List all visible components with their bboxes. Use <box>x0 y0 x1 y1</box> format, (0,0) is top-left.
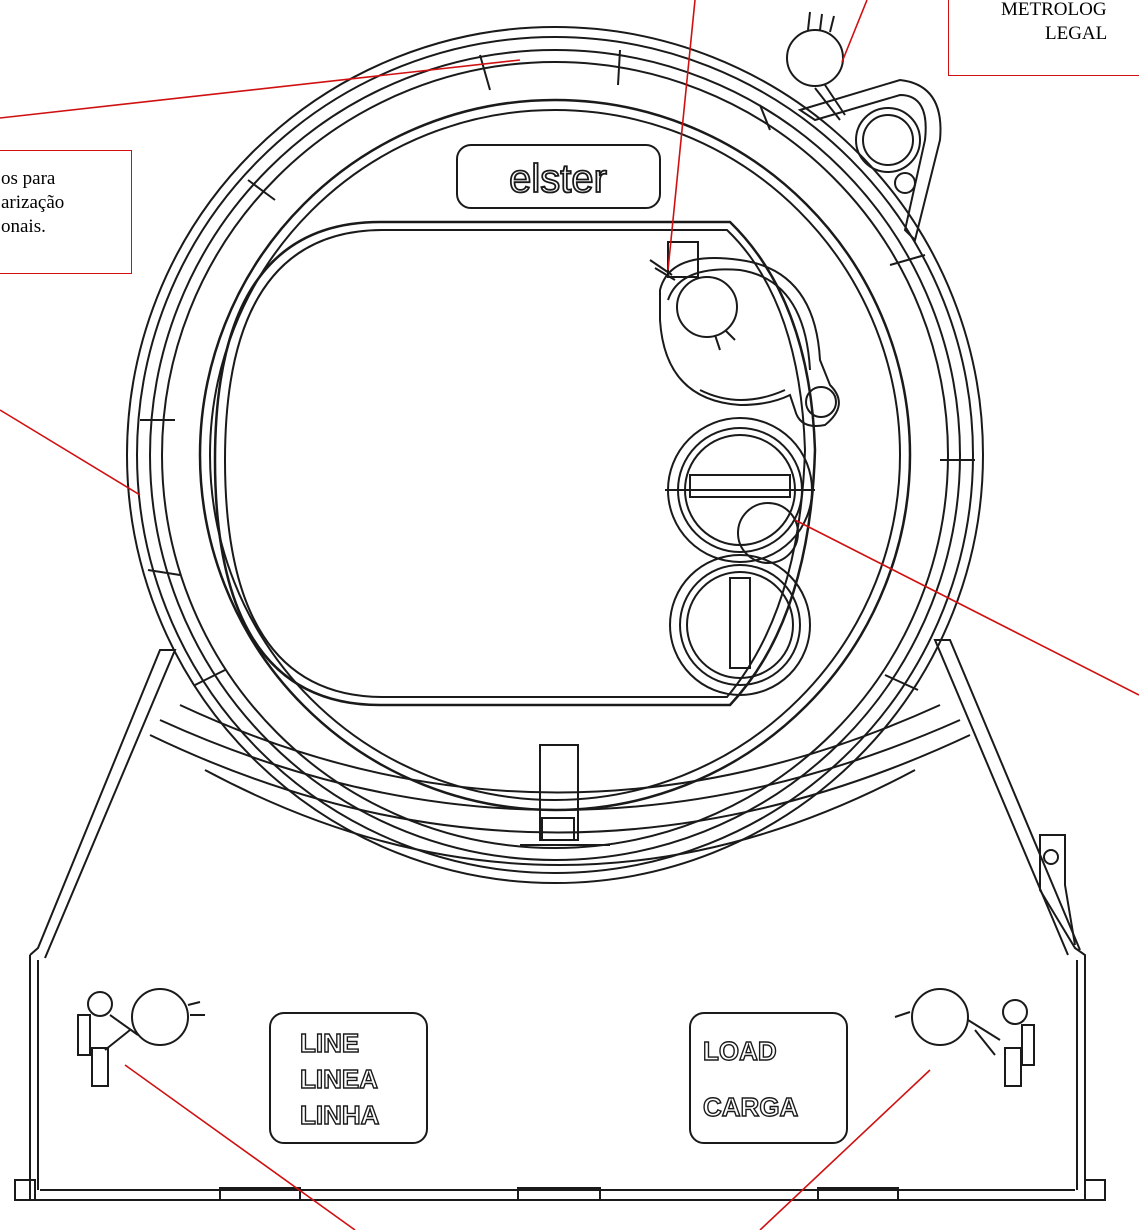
reset-loop <box>659 257 840 427</box>
display-window <box>213 220 817 707</box>
foot-left <box>14 1179 36 1201</box>
ring-ribs <box>140 49 975 691</box>
callout-right-line-1: METROLOG <box>1001 0 1107 20</box>
line-label-3: LINHA <box>300 1100 380 1130</box>
outer-ring <box>126 26 984 884</box>
callout-right: METROLOG LEGAL <box>948 0 1139 76</box>
seal-mount-top <box>797 78 942 242</box>
seal-ball-button <box>737 502 799 564</box>
base-right-flank <box>933 639 1081 956</box>
load-label-plate <box>689 1012 848 1144</box>
callout-left-line-2: arização <box>1 191 65 213</box>
seal-ball-reset <box>676 276 738 338</box>
callout-right-line-2: LEGAL <box>1045 22 1108 44</box>
seal-ball-top <box>786 29 844 87</box>
load-label-1: LOAD <box>703 1036 777 1066</box>
logo-text: elster <box>509 157 607 201</box>
lower-arch <box>149 734 971 834</box>
seal-ball-right <box>911 988 969 1046</box>
tab-mid <box>517 1187 601 1201</box>
callout-left-line-3: onais. <box>1 215 46 237</box>
lower-button <box>669 554 811 696</box>
callout-left-line-1: os para <box>1 168 56 189</box>
foot-right <box>1084 1179 1106 1201</box>
base-left-flank <box>29 649 177 959</box>
load-label-2: CARGA <box>703 1092 799 1122</box>
callout-left: os para arização onais. <box>0 150 132 274</box>
logo-plate <box>456 144 661 209</box>
line-label-plate <box>269 1012 428 1144</box>
line-label-2: LINEA <box>300 1064 378 1094</box>
tab-left <box>219 1187 301 1201</box>
tab-right <box>817 1187 899 1201</box>
line-label-1: LINE <box>300 1028 359 1058</box>
seal-ball-left <box>131 988 189 1046</box>
